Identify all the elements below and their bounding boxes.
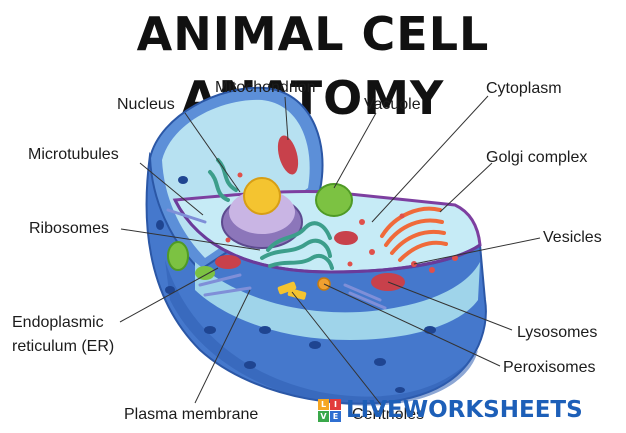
cytoplasm-floor: [195, 262, 480, 340]
label-vesicles: Vesicles: [543, 229, 602, 246]
golgi-complex: [380, 206, 448, 262]
diagram-title: ANIMAL CELL ANATOMY: [136, 7, 490, 125]
label-ribosomes: Ribosomes: [29, 220, 110, 237]
label-mitochondrion: Mitochondrion: [215, 79, 316, 96]
centrioles: [277, 281, 307, 300]
liveworksheets-text: LIVEWORKSHEETS: [346, 397, 583, 423]
label-centrioles: Centrioles: [352, 406, 425, 423]
label-nucleus: Nucleus: [117, 96, 175, 113]
leader-lines: [119, 95, 541, 407]
label-peroxisomes: Peroxisomes: [503, 359, 596, 376]
logo-letter-i: I: [330, 398, 341, 410]
label-microtubules: Microtubules: [28, 146, 119, 163]
microtubule-strands: [166, 208, 387, 310]
logo-letter-e: E: [330, 410, 341, 422]
endoplasmic-reticulum: [208, 158, 334, 270]
liveworksheets-watermark[interactable]: L I V E LIVEWORKSHEETS: [318, 395, 583, 425]
label-plasma-membrane: Plasma membrane: [124, 406, 259, 423]
label-vacuole: Vacuole: [364, 96, 421, 113]
liveworksheets-logo: L I V E: [318, 398, 341, 422]
label-golgi-complex: Golgi complex: [486, 149, 588, 166]
logo-letter-v: V: [318, 410, 329, 422]
vacuoles: [167, 183, 353, 280]
label-reticulum-er: reticulum (ER): [12, 338, 115, 355]
label-endoplasmic: Endoplasmic: [12, 314, 104, 331]
label-lysosomes: Lysosomes: [517, 324, 598, 341]
membrane-rim: [173, 199, 481, 274]
nucleolus: [243, 177, 281, 215]
logo-letter-l: L: [318, 398, 329, 410]
cell-lower-shading: [165, 260, 478, 406]
label-cytoplasm: Cytoplasm: [486, 80, 562, 97]
